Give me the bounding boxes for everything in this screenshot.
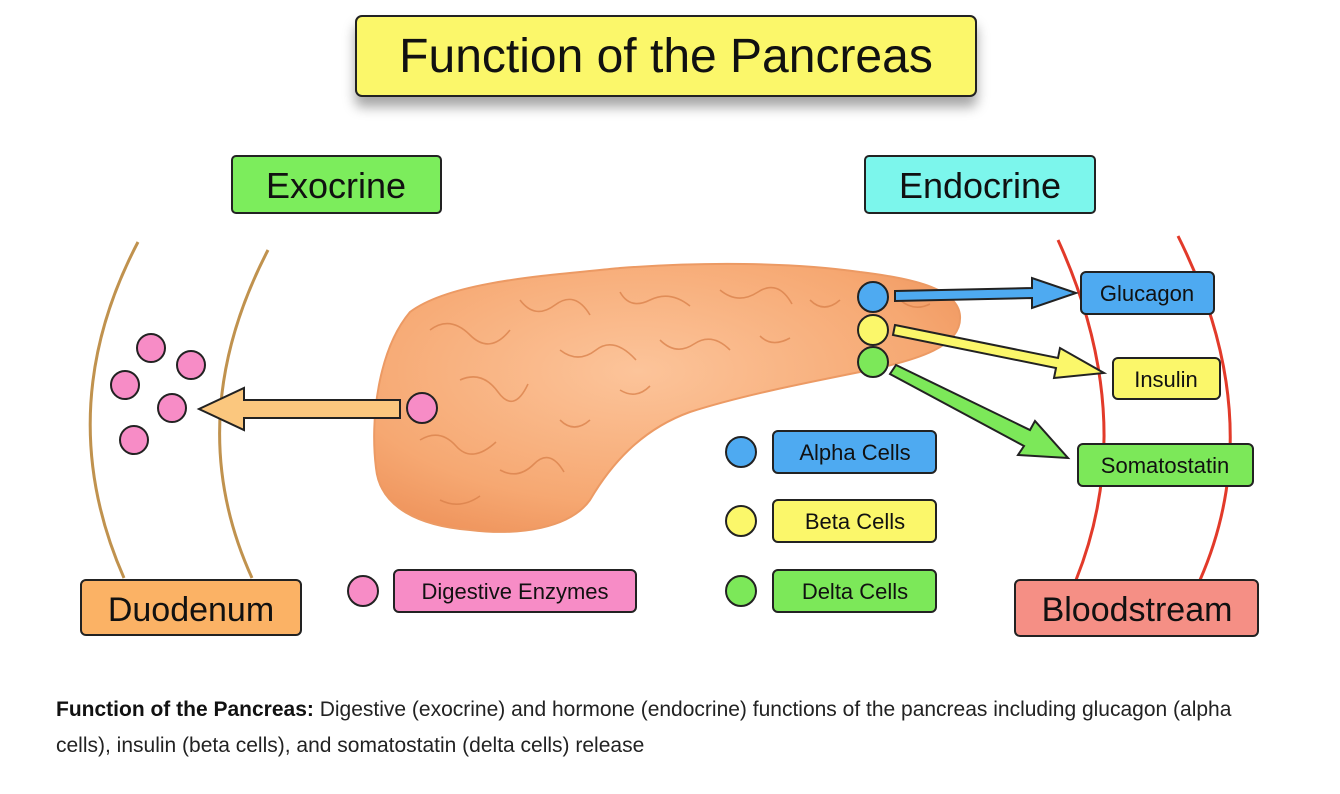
glucagon-label-box: Glucagon: [1080, 271, 1215, 315]
pancreas-organ: [373, 262, 962, 533]
bloodstream-label: Bloodstream: [1042, 591, 1233, 629]
beta-legend-dot: [725, 505, 757, 537]
delta-cells-label: Delta Cells: [802, 579, 908, 604]
duodenum-box: Duodenum: [80, 579, 302, 636]
alpha-legend-dot: [725, 436, 757, 468]
glucagon-arrow: [894, 276, 1080, 310]
glucagon-label: Glucagon: [1100, 281, 1194, 306]
exocrine-heading: Exocrine: [231, 155, 442, 214]
insulin-label: Insulin: [1134, 367, 1198, 392]
exocrine-label: Exocrine: [266, 165, 406, 206]
duodenum-label: Duodenum: [108, 591, 274, 629]
beta-cells-label: Beta Cells: [805, 509, 905, 534]
legend-delta: Delta Cells: [725, 569, 937, 613]
legend-beta: Beta Cells: [725, 499, 937, 543]
caption-text: Digestive (exocrine) and hormone (endocr…: [56, 698, 1232, 757]
enzyme-dot: [119, 425, 149, 455]
enzyme-source-dot: [406, 392, 438, 424]
delta-legend-dot: [725, 575, 757, 607]
enzyme-legend-dot: [347, 575, 379, 607]
enzyme-dot: [176, 350, 206, 380]
enzyme-dot: [157, 393, 187, 423]
caption-title: Function of the Pancreas:: [56, 698, 314, 721]
diagram-stage: Function of the Pancreas Exocrine Endocr…: [80, 15, 1259, 637]
beta-cell-dot: [857, 314, 889, 346]
page-title: Function of the Pancreas: [399, 30, 933, 83]
enzyme-dot: [136, 333, 166, 363]
alpha-cell-dot: [857, 281, 889, 313]
bloodstream-box: Bloodstream: [1014, 579, 1259, 637]
insulin-label-box: Insulin: [1112, 357, 1221, 400]
released-enzymes: [110, 333, 206, 455]
enzyme-dot: [110, 370, 140, 400]
title-box: Function of the Pancreas: [355, 15, 977, 97]
figure-caption: Function of the Pancreas: Digestive (exo…: [56, 692, 1286, 764]
insulin-arrow: [891, 323, 1108, 380]
delta-cell-dot: [857, 346, 889, 378]
endocrine-heading: Endocrine: [864, 155, 1096, 214]
legend-alpha: Alpha Cells: [725, 430, 937, 474]
somatostatin-arrow: [888, 363, 1071, 460]
endocrine-label: Endocrine: [899, 165, 1061, 206]
digestive-enzymes-label: Digestive Enzymes: [421, 579, 608, 604]
pancreas-diagram: Function of the Pancreas Exocrine Endocr…: [80, 15, 1259, 637]
legend-enzymes: Digestive Enzymes: [347, 569, 637, 613]
pancreas-texture: [419, 286, 931, 505]
enzyme-arrow: [196, 386, 401, 432]
alpha-cells-label: Alpha Cells: [799, 440, 910, 465]
somatostatin-label-box: Somatostatin: [1077, 443, 1254, 487]
vessel-wall-left: [1056, 239, 1106, 581]
duodenum-wall-left: [88, 241, 140, 579]
somatostatin-label: Somatostatin: [1101, 453, 1229, 478]
